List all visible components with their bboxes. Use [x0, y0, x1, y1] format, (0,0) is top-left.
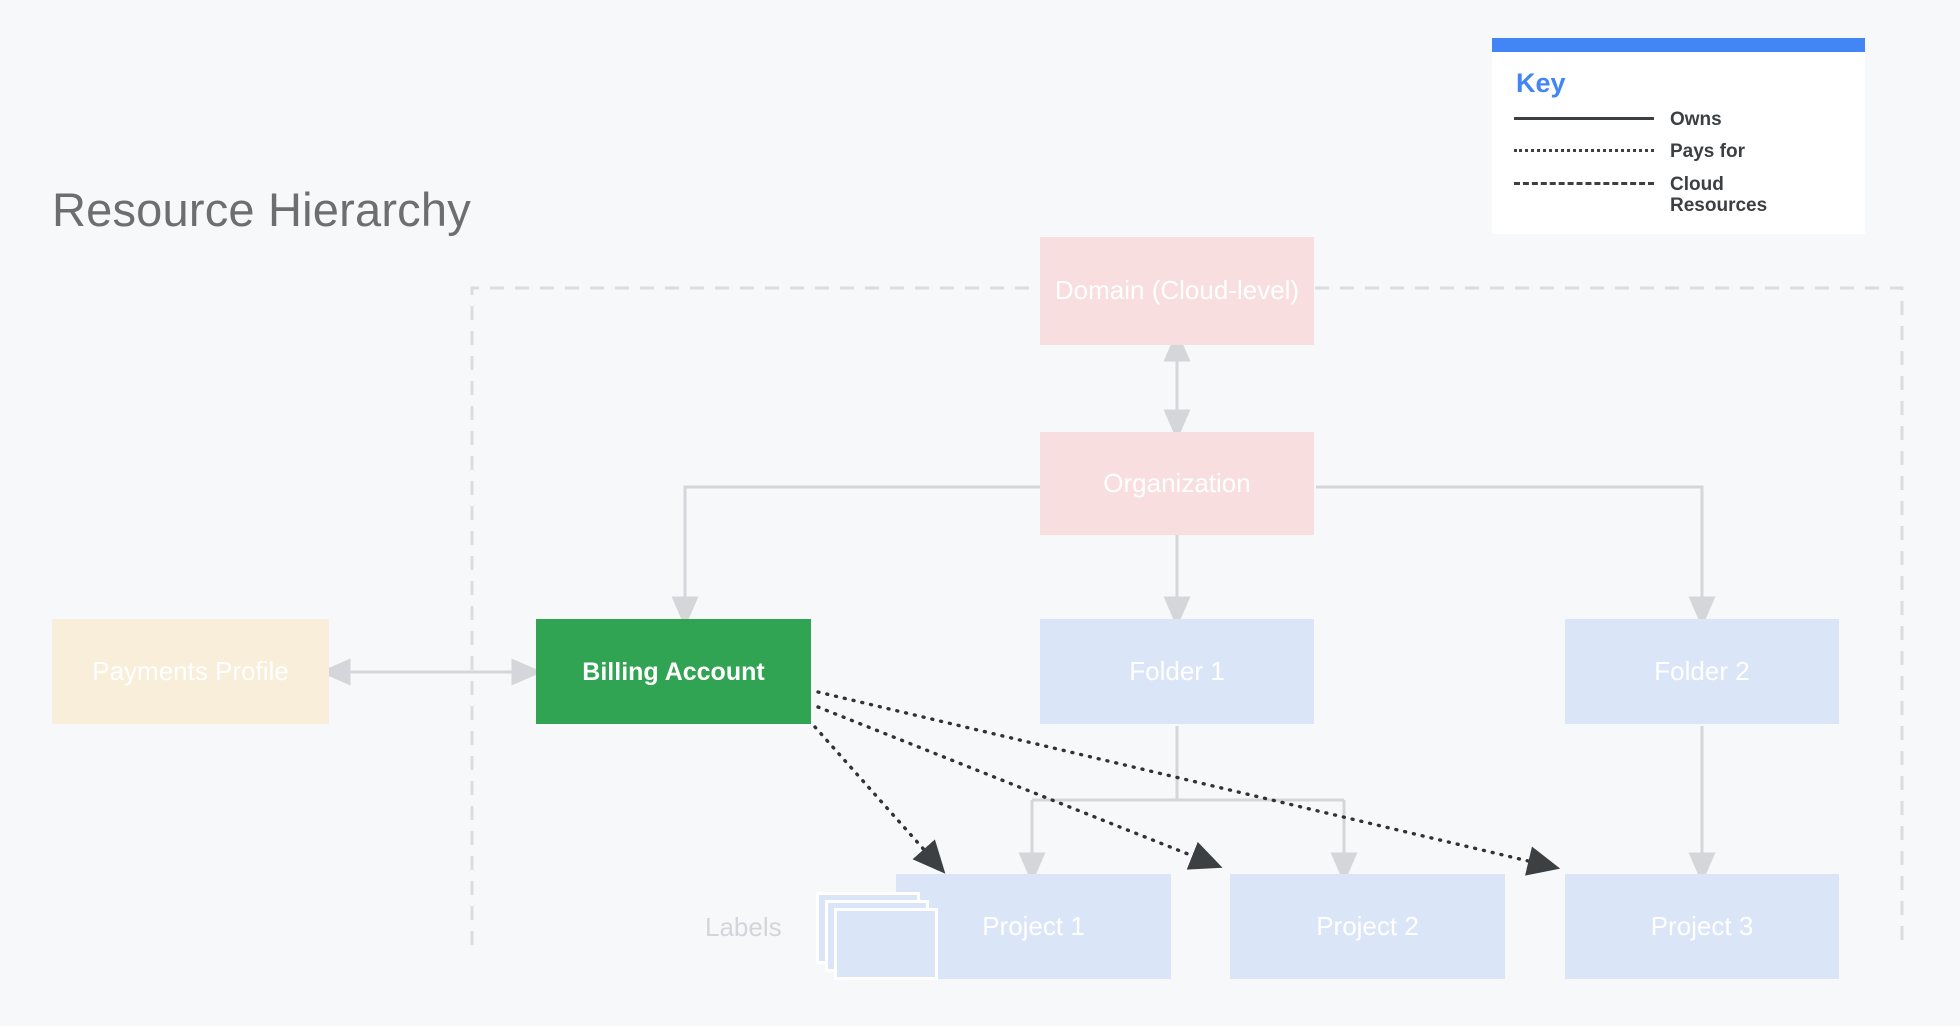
dashed-line-icon	[1514, 174, 1654, 192]
node-project-1[interactable]: Project 1	[896, 874, 1171, 979]
node-project-3-label: Project 3	[1650, 910, 1754, 941]
node-project-2-label: Project 2	[1316, 910, 1419, 941]
node-folder-2[interactable]: Folder 2	[1565, 619, 1839, 724]
edge-folder1-split	[1030, 726, 1346, 865]
edge-organization-billing	[671, 485, 1040, 628]
node-organization[interactable]: Organization	[1040, 432, 1314, 535]
legend-row-owns: Owns	[1514, 109, 1843, 130]
legend-row-cloud-resources: Cloud Resources	[1514, 174, 1843, 217]
legend-label-cloud-resources: Cloud Resources	[1670, 173, 1768, 216]
page-title: Resource Hierarchy	[52, 183, 471, 236]
legend-panel: Key Owns Pays for Cloud Resources	[1492, 38, 1865, 235]
node-project-3[interactable]: Project 3	[1565, 874, 1839, 979]
edge-organization-folder2	[1316, 485, 1716, 628]
node-project-1-label: Project 1	[982, 910, 1085, 941]
legend-row-pays-for: Pays for	[1514, 141, 1843, 162]
node-domain[interactable]: Domain (Cloud-level)	[1040, 237, 1314, 345]
node-folder-1[interactable]: Folder 1	[1040, 619, 1314, 724]
edge-billing-project2	[816, 705, 1223, 870]
legend-rows: Owns Pays for Cloud Resources	[1514, 109, 1843, 216]
node-project-2[interactable]: Project 2	[1230, 874, 1505, 979]
node-payments-profile[interactable]: Payments Profile	[52, 619, 329, 724]
dotted-line-icon	[1514, 141, 1654, 159]
node-billing-account[interactable]: Billing Account	[536, 619, 811, 724]
label-card-front[interactable]	[834, 908, 938, 980]
edge-billing-project1	[813, 725, 946, 874]
legend-label-pays-for: Pays for	[1670, 141, 1745, 163]
node-organization-label: Organization	[1103, 467, 1251, 498]
node-payments-profile-label: Payments Profile	[92, 655, 289, 686]
legend-accent-bar	[1492, 38, 1865, 52]
node-folder-2-label: Folder 2	[1654, 655, 1750, 686]
node-billing-account-label: Billing Account	[582, 657, 765, 686]
legend-label-owns: Owns	[1670, 109, 1722, 130]
cloud-resources-boundary	[470, 286, 1904, 945]
node-folder-1-label: Folder 1	[1129, 655, 1225, 686]
labels-caption: Labels	[705, 912, 782, 942]
solid-line-icon	[1514, 109, 1654, 127]
node-domain-label: Domain (Cloud-level)	[1054, 275, 1300, 306]
legend-title: Key	[1516, 68, 1566, 98]
